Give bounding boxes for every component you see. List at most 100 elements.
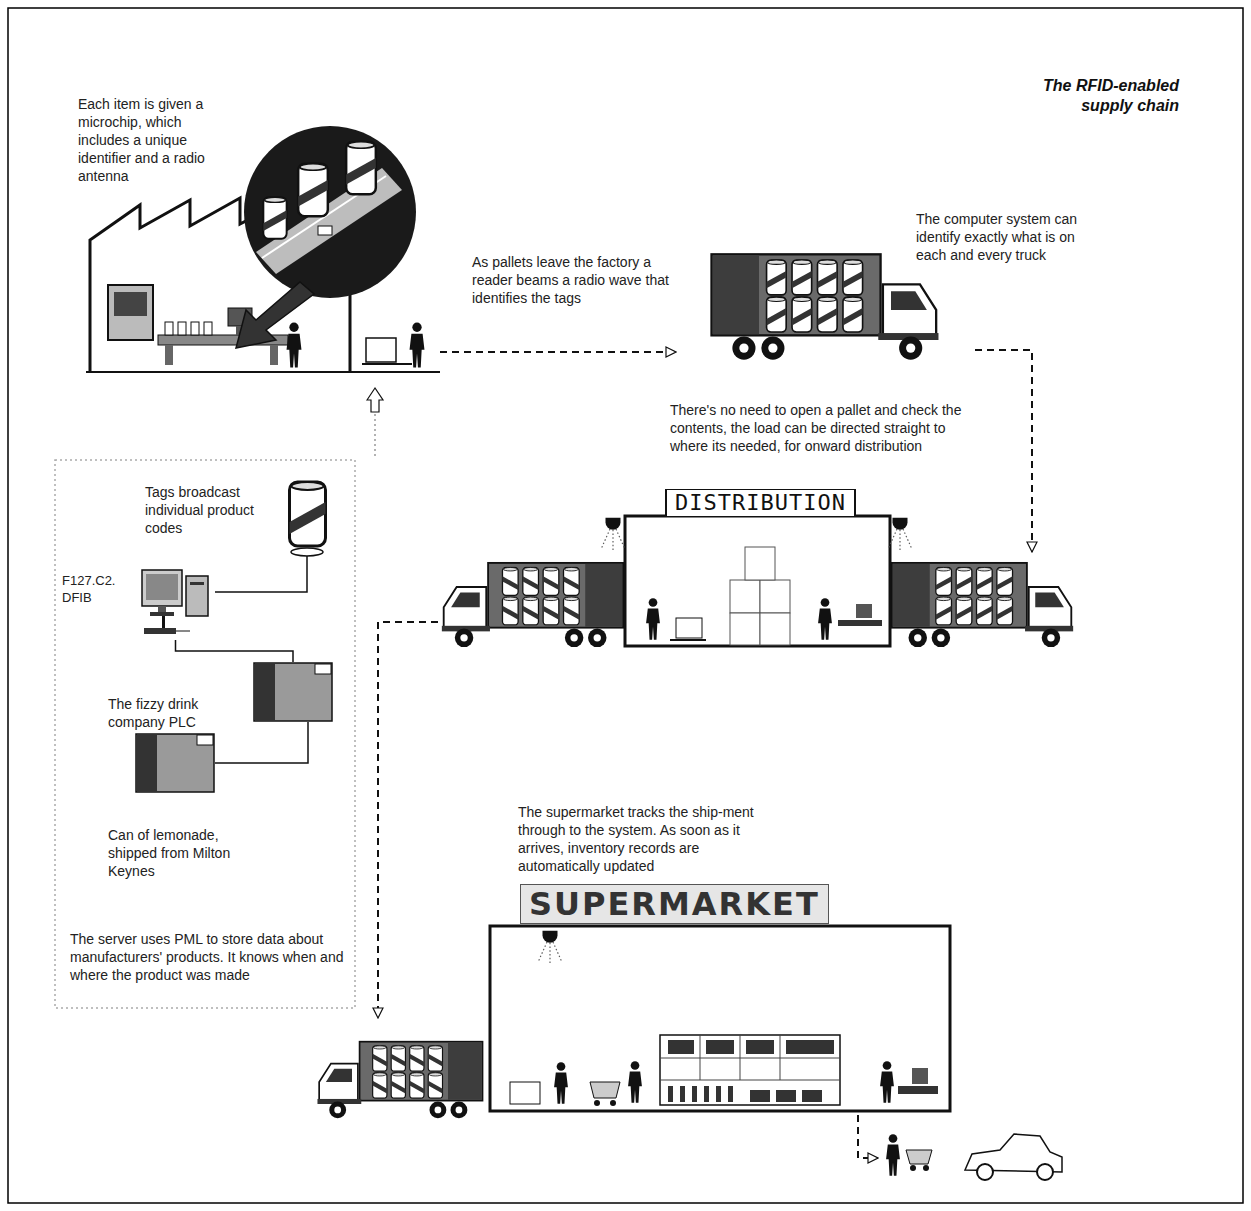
computer-node: F127.C2. DFIB xyxy=(60,568,215,642)
truck xyxy=(317,254,1073,1118)
customer-and-car xyxy=(910,1165,916,1171)
panel-outline xyxy=(374,414,376,458)
supermarket-building xyxy=(510,1082,540,1104)
server-node: The fizzy drink company PLC xyxy=(105,660,335,733)
factory xyxy=(287,323,302,368)
panel-outline xyxy=(55,460,355,1008)
computer-icon xyxy=(138,568,213,640)
factory xyxy=(362,363,412,365)
distribution-building xyxy=(670,639,706,641)
server-icon xyxy=(253,662,333,722)
distribution-building xyxy=(730,580,760,613)
distribution-building xyxy=(838,620,882,626)
supermarket-building xyxy=(692,1086,697,1102)
supermarket-building xyxy=(594,1100,600,1106)
distribution-building xyxy=(760,580,790,613)
route-arrow xyxy=(975,350,1032,552)
supermarket-building xyxy=(780,1035,781,1080)
route-arrow xyxy=(858,1115,878,1158)
title: The RFID-enabled supply chain xyxy=(1009,76,1179,116)
distribution-building xyxy=(646,598,660,640)
frame xyxy=(8,8,1243,1203)
computer-icon xyxy=(176,631,190,632)
supermarket-building xyxy=(716,1086,721,1102)
factory xyxy=(410,323,425,368)
supermarket-building xyxy=(802,1090,822,1102)
truck xyxy=(442,563,623,647)
callout-text: There's no need to open a pallet and che… xyxy=(670,401,980,455)
supermarket-building xyxy=(776,1090,796,1102)
supermarket-building xyxy=(728,1086,733,1102)
factory xyxy=(366,338,396,362)
supermarket-building xyxy=(700,1035,701,1080)
callout-text: Each item is given a microchip, which in… xyxy=(78,95,228,185)
tagged-can xyxy=(290,482,326,546)
truck xyxy=(317,1042,482,1119)
building-sign: SUPERMARKET xyxy=(520,884,829,924)
tagged-can xyxy=(291,548,323,556)
node-text: DISTRIBUTION xyxy=(675,490,846,516)
factory xyxy=(263,197,286,238)
callout-text: The server uses PML to store data about … xyxy=(70,930,355,984)
factory xyxy=(270,345,278,365)
factory xyxy=(244,126,416,298)
supermarket-building xyxy=(740,1035,741,1080)
callout-text: The supermarket tracks the ship-ment thr… xyxy=(518,803,776,875)
connector-line xyxy=(215,722,308,763)
customer-and-car xyxy=(886,1134,900,1176)
server-icon xyxy=(136,734,214,792)
server-node: Can of lemonade, shipped from Milton Key… xyxy=(105,733,240,882)
customer-and-car xyxy=(923,1165,929,1171)
route-arrow xyxy=(378,350,1032,1158)
supermarket-building xyxy=(490,926,950,1111)
server-icon xyxy=(197,735,213,745)
distribution-building xyxy=(730,613,760,645)
node-text: The fizzy drink company PLC xyxy=(108,695,223,731)
factory xyxy=(114,292,147,316)
callout-text: Tags broadcast individual product codes xyxy=(145,483,270,537)
computer-icon xyxy=(186,576,208,616)
factory xyxy=(165,322,173,335)
supermarket-building xyxy=(680,1086,685,1102)
computer-icon xyxy=(158,606,166,612)
supermarket-building xyxy=(912,1068,928,1084)
supermarket-building xyxy=(668,1040,694,1054)
supermarket-building xyxy=(750,1090,770,1102)
distribution-building xyxy=(818,598,832,640)
route-arrow xyxy=(378,622,438,1018)
panel-outline xyxy=(367,388,383,412)
supermarket-building xyxy=(538,931,562,966)
computer-icon xyxy=(190,582,204,585)
computer-icon xyxy=(144,628,176,634)
customer-and-car xyxy=(906,1150,932,1164)
truck xyxy=(712,254,939,359)
factory xyxy=(204,322,212,335)
factory xyxy=(236,282,314,348)
distribution-building xyxy=(888,518,912,553)
building-sign: DISTRIBUTION xyxy=(665,489,856,517)
distribution-building xyxy=(856,604,872,618)
distribution-building xyxy=(745,547,775,580)
supermarket-building xyxy=(490,926,950,1111)
supermarket-building xyxy=(554,1062,568,1104)
customer-and-car xyxy=(1037,1164,1053,1180)
factory xyxy=(86,371,440,373)
node-text: F127.C2. DFIB xyxy=(62,572,124,606)
node-text: Can of lemonade, shipped from Milton Key… xyxy=(108,826,238,880)
supermarket-building xyxy=(898,1086,938,1094)
truck xyxy=(442,563,623,647)
connector-line xyxy=(176,640,294,662)
server-icon xyxy=(135,733,215,793)
route-arrow xyxy=(440,351,676,353)
supermarket-building xyxy=(660,1035,840,1080)
node-text: SUPERMARKET xyxy=(529,885,820,923)
supermarket-building xyxy=(668,1040,834,1102)
supermarket-building xyxy=(660,1058,840,1059)
supermarket-building xyxy=(610,1100,616,1106)
server-icon xyxy=(137,735,157,791)
computer-icon xyxy=(142,570,182,606)
supermarket-building xyxy=(746,1040,774,1054)
factory xyxy=(298,164,328,217)
distribution-building xyxy=(676,618,702,638)
